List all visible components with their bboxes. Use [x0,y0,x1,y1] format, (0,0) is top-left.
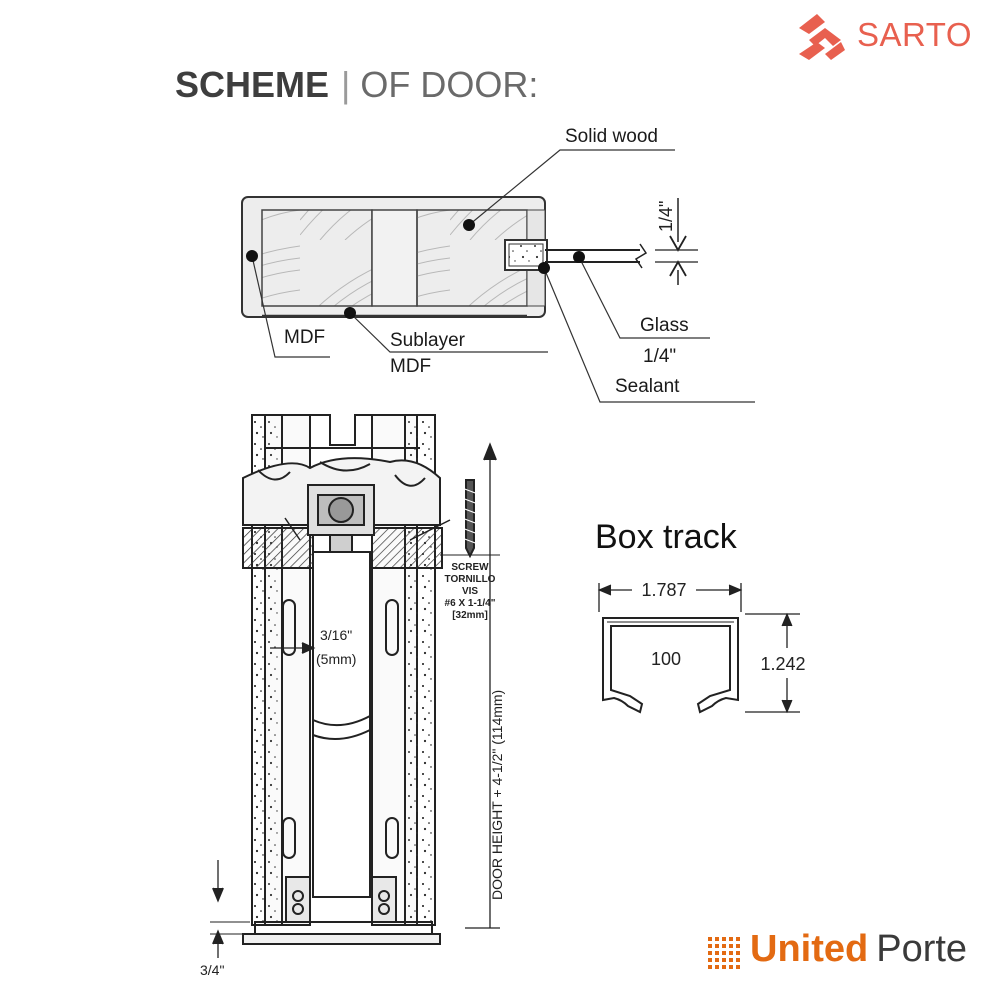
box-track-model: 100 [651,649,681,669]
section-leader-dots [246,219,585,319]
door-cross-section [241,196,698,318]
screw-note-2: TORNILLO [445,574,496,585]
screw-note-3: VIS [462,586,478,597]
label-sublayer: Sublayer [390,330,466,351]
sarto-logo-text: SARTO [857,16,972,53]
brand-rest: Porte [876,928,968,970]
title-bold: SCHEME [175,64,330,105]
screw-note-4: #6 X 1-1/4" [445,598,496,609]
title-rest: OF DOOR: [360,64,539,105]
label-glass: Glass [640,315,689,336]
sarto-logo-icon [799,14,845,60]
label-glass-thickness: 1/4" [643,346,676,367]
label-mdf: MDF [284,327,325,348]
glass-thickness-dim: 1/4" [656,201,676,232]
brand-bold: United [750,928,869,970]
label-sublayer-mdf: MDF [390,356,431,377]
gap-dim: 3/16" [320,627,352,643]
label-solid-wood: Solid wood [565,126,658,147]
title-separator: | [341,64,351,105]
page-title: SCHEME |OF DOOR: [175,64,538,106]
box-track-height: 1.242 [760,654,805,674]
pocket-frame-drawing [210,414,500,958]
label-sealant: Sealant [615,376,680,397]
sarto-logo: SARTO [795,6,985,60]
box-track-title: Box track [595,518,737,556]
section-leaders [251,149,755,403]
box-track-profile [597,583,800,714]
height-note: DOOR HEIGHT + 4-1/2" (114mm) [489,690,505,900]
box-track-width: 1.787 [641,580,686,600]
gap-dim-mm: (5mm) [316,651,356,667]
floor-clearance-dim: 3/4" [200,962,224,978]
screw-note-1: SCREW [451,562,489,573]
screw-note-5: [32mm] [452,610,488,621]
united-porte-dots-icon [708,937,740,969]
